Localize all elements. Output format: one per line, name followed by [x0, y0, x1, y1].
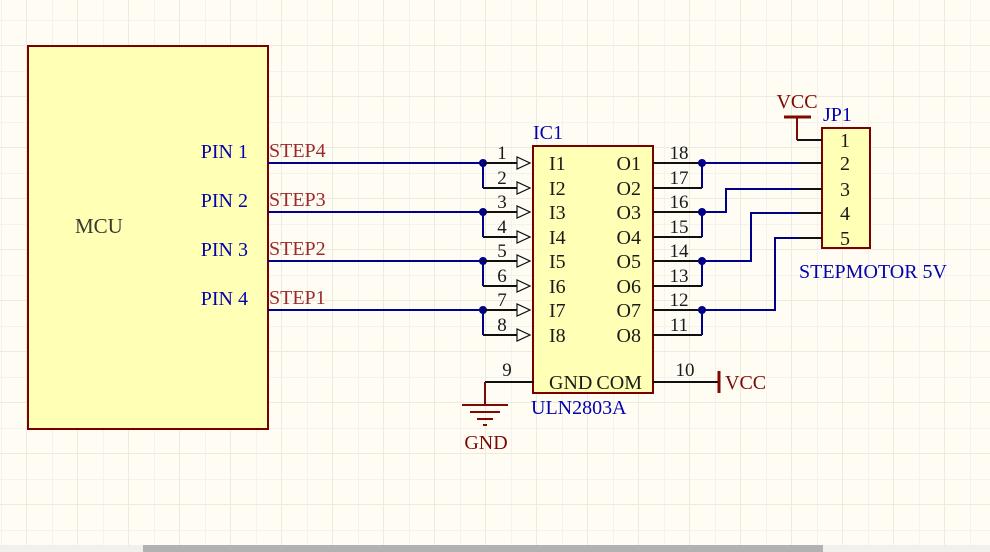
connector-pin-number: 1 — [840, 130, 850, 152]
input-arrow-icon — [516, 205, 532, 219]
wire-o5-to-jp1-4[interactable] — [702, 212, 798, 262]
ic-pin-name: I4 — [549, 227, 566, 249]
ic-pin-number: 1 — [497, 143, 507, 164]
connector-pin-number: 3 — [840, 179, 850, 201]
ic-pin-number: 17 — [670, 168, 689, 189]
scrollbar-thumb[interactable] — [143, 545, 823, 552]
ic-pin-number: 7 — [497, 290, 507, 311]
ic-pin-name: I7 — [549, 300, 566, 322]
vcc-port-top: VCC — [776, 91, 818, 140]
net-label-step4[interactable]: STEP4 — [269, 140, 326, 162]
mcu-component: MCU PIN 1 PIN 2 PIN 3 PIN 4 — [27, 45, 269, 430]
net-label-step3[interactable]: STEP3 — [269, 189, 326, 211]
ic-body[interactable] — [532, 145, 654, 394]
ic-part-number[interactable]: ULN2803A — [531, 397, 627, 419]
output-net-wires — [698, 159, 798, 335]
junction-o3[interactable] — [698, 208, 706, 216]
ic-pin-number: 15 — [670, 217, 689, 238]
ic-pin-name: I6 — [549, 276, 566, 298]
ic-pin-number: 10 — [676, 360, 695, 381]
ic-pin-number: 5 — [497, 241, 507, 262]
vcc-port-right: VCC — [717, 371, 766, 394]
input-arrow-icon — [516, 181, 532, 195]
ic-pin-name: O1 — [617, 153, 641, 175]
ic-pin-number: 14 — [670, 241, 690, 262]
ic-bottom-pins: 9 10 GND COM — [485, 360, 718, 394]
input-arrow-icon — [516, 279, 532, 293]
net-label-step2[interactable]: STEP2 — [269, 238, 326, 260]
ic-input-pins: 1 2 3 4 5 6 7 8 — [483, 143, 532, 342]
ic-pin-number: 11 — [670, 315, 688, 336]
net-label-step1[interactable]: STEP1 — [269, 287, 326, 309]
mcu-pin-name-2: PIN 2 — [201, 190, 248, 212]
ic-pin-name: I5 — [549, 251, 566, 273]
ic-pin-number: 3 — [497, 192, 507, 213]
ic-pin-name: O6 — [617, 276, 641, 298]
ic-pin-name: O2 — [617, 178, 641, 200]
mcu-pin-name-3: PIN 3 — [201, 239, 248, 261]
ic-pin-name: O5 — [617, 251, 641, 273]
ic-pin-number: 12 — [670, 290, 689, 311]
junction-o1[interactable] — [698, 159, 706, 167]
ic-input-names: I1 I2 I3 I4 I5 I6 I7 I8 — [549, 153, 566, 347]
ic-pin-number: 4 — [497, 217, 507, 238]
connector-pin-number: 4 — [840, 203, 850, 225]
gnd-port: GND — [462, 382, 508, 454]
connector-pin-number: 5 — [840, 228, 850, 250]
ic-pin-number: 6 — [497, 266, 507, 287]
connector-pin-number: 2 — [840, 153, 850, 175]
mcu-pin-name-1: PIN 1 — [201, 141, 248, 163]
ic-pin-number: 9 — [502, 360, 512, 381]
connector-component: JP1 STEPMOTOR 5V 1 2 3 4 5 — [797, 104, 948, 283]
mcu-body[interactable] — [27, 45, 269, 430]
ic-pin-name: I3 — [549, 202, 566, 224]
gnd-label[interactable]: GND — [464, 432, 507, 454]
input-arrow-icon — [516, 156, 532, 170]
input-arrow-icon — [516, 254, 532, 268]
ic-pin-name-gnd: GND — [549, 372, 592, 394]
ic-designator[interactable]: IC1 — [533, 122, 563, 144]
connector-description[interactable]: STEPMOTOR 5V — [799, 261, 948, 283]
connector-designator[interactable]: JP1 — [823, 104, 852, 126]
input-arrow-icon — [516, 303, 532, 317]
connector-body[interactable] — [821, 127, 871, 249]
vcc-right-label[interactable]: VCC — [725, 372, 766, 394]
ic-pin-name: O8 — [617, 325, 641, 347]
wire-o7-to-jp1-5[interactable] — [702, 237, 798, 311]
ic-pin-name-com: COM — [596, 372, 642, 394]
ic-component: IC1 ULN2803A 1 2 3 4 5 6 7 — [483, 122, 718, 419]
horizontal-scrollbar[interactable] — [0, 545, 990, 552]
ic-pin-number: 16 — [670, 192, 689, 213]
ic-output-pins: 18 17 16 15 14 13 12 11 O1 O2 O3 O4 O5 O… — [617, 143, 702, 347]
mcu-pin-name-4: PIN 4 — [201, 288, 248, 310]
junction-o5[interactable] — [698, 257, 706, 265]
ic-pin-number: 8 — [497, 315, 507, 336]
wire-o3-to-jp1-3[interactable] — [702, 188, 798, 213]
ic-pin-name: O7 — [617, 300, 641, 322]
input-arrow-icon — [516, 230, 532, 244]
junction-o7[interactable] — [698, 306, 706, 314]
ic-pin-name: O3 — [617, 202, 641, 224]
ic-pin-number: 13 — [670, 266, 689, 287]
ic-pin-number: 2 — [497, 168, 507, 189]
ic-pin-name: I8 — [549, 325, 566, 347]
ic-pin-number: 18 — [670, 143, 689, 164]
vcc-top-label[interactable]: VCC — [776, 91, 817, 113]
input-net-wires: STEP4 STEP3 STEP2 STEP1 — [268, 140, 487, 335]
ic-pin-name: I2 — [549, 178, 566, 200]
ic-pin-name: O4 — [617, 227, 641, 249]
input-arrow-icon — [516, 328, 532, 342]
ic-pin-name: I1 — [549, 153, 566, 175]
mcu-label[interactable]: MCU — [75, 214, 123, 238]
